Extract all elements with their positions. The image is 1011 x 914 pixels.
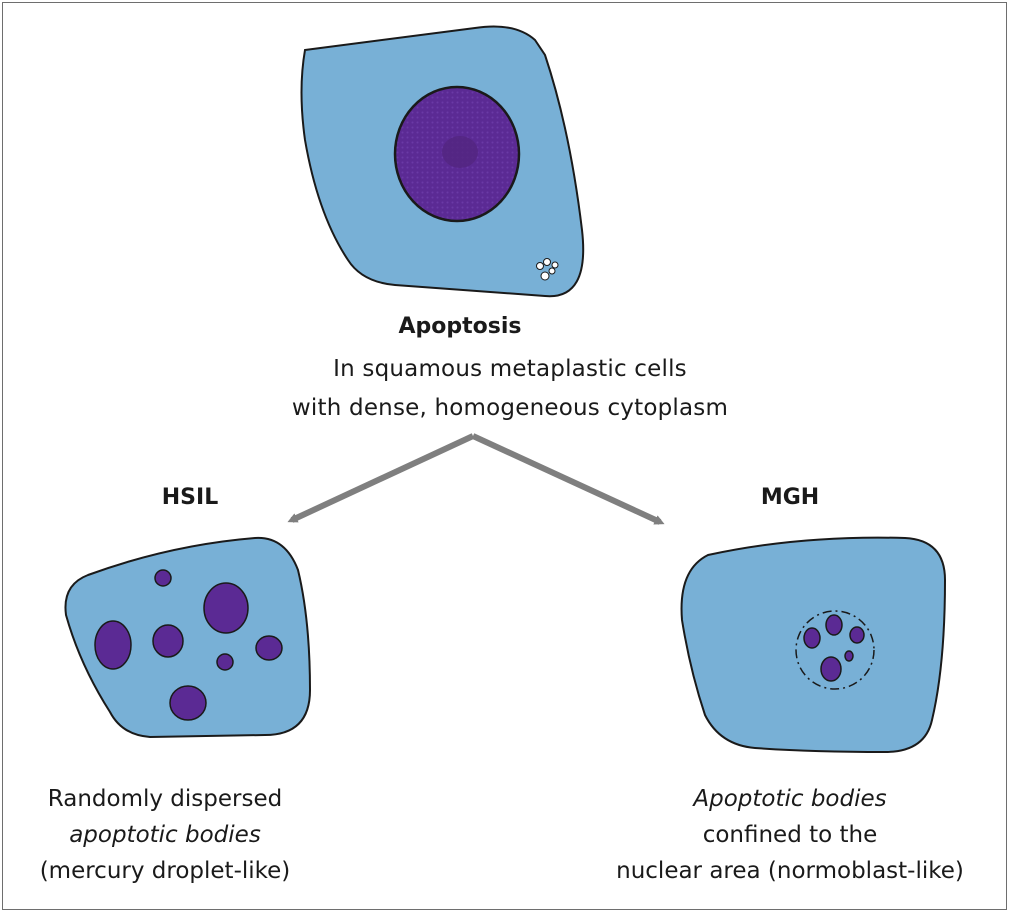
hsil-caption-line2: apoptotic bodies (69, 822, 261, 848)
apoptosis-cell (300, 25, 585, 298)
mgh-title: MGH (760, 485, 820, 510)
mgh-cell (680, 536, 947, 754)
hsil-caption-line3: (mercury droplet-like) (39, 858, 291, 884)
mgh-caption-line1: Apoptotic bodies (693, 786, 887, 812)
mgh-apoptotic-bodies (803, 614, 865, 682)
apoptosis-title: Apoptosis (398, 314, 522, 339)
apoptosis-desc-line2: with dense, homogeneous cytoplasm (291, 395, 729, 421)
hsil-cell (64, 536, 312, 739)
mgh-caption-line2: confined to the (702, 822, 878, 848)
mgh-caption-line3: nuclear area (normoblast-like) (616, 858, 964, 884)
hsil-cell-cytoplasm (64, 536, 312, 739)
apoptotic-vesicles (536, 258, 559, 281)
hsil-caption-line1: Randomly dispersed (47, 786, 283, 812)
hsil-apoptotic-bodies (94, 569, 283, 721)
apoptosis-desc-line1: In squamous metaplastic cells (333, 356, 687, 382)
arrow-to-mgh (471, 433, 665, 525)
nuclear-area-outline (795, 610, 875, 690)
nucleolus (442, 136, 478, 168)
hsil-title: HSIL (161, 485, 219, 510)
arrows (287, 433, 665, 525)
arrow-to-hsil (287, 433, 475, 523)
